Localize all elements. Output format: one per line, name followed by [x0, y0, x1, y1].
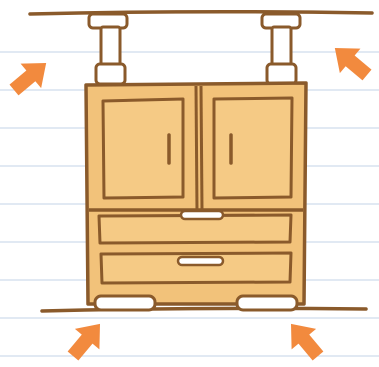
upper-drawer [99, 211, 291, 243]
ceiling-line [30, 12, 372, 14]
lower-drawer [101, 253, 291, 283]
arrow-icon [325, 36, 378, 88]
left-tension-pole [89, 14, 127, 84]
arrow-icon [4, 51, 57, 103]
right-tension-pole [262, 14, 300, 84]
left-door [103, 99, 183, 198]
floor-line [42, 308, 366, 311]
right-door [214, 98, 292, 198]
